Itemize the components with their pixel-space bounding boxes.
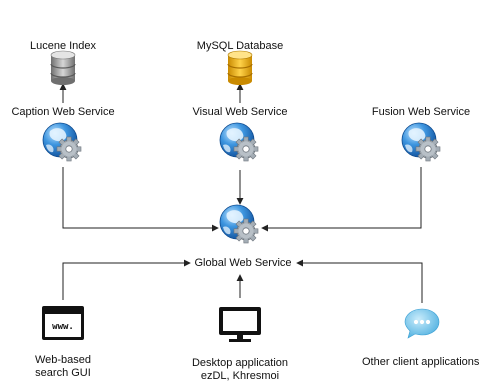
- edge-fusion-to-global: [261, 167, 422, 232]
- global-web-service-label: Global Web Service: [194, 257, 292, 269]
- visual-service-icon: [219, 122, 259, 162]
- fusion-service-icon: [401, 122, 441, 162]
- database-gold-icon: [227, 50, 253, 85]
- edge-caption-to-global: [62, 167, 219, 232]
- monitor-icon: [219, 307, 261, 342]
- chat-bubble-icon: [404, 308, 440, 339]
- edge-other-to-global: [296, 259, 423, 303]
- database-gray-icon: [50, 50, 76, 85]
- fusion-web-service-label: Fusion Web Service: [371, 106, 471, 118]
- caption-service-icon: [42, 122, 82, 162]
- mysql-database-label: MySQL Database: [196, 40, 284, 52]
- web-based-search-gui-label: Web-based search GUI: [34, 354, 92, 379]
- caption-web-service-label: Caption Web Service: [11, 106, 115, 118]
- edge-webgui-to-global: [62, 259, 191, 300]
- global-service-icon: [219, 204, 259, 244]
- svg-text:www.: www.: [52, 322, 74, 332]
- visual-web-service-label: Visual Web Service: [192, 106, 288, 118]
- desktop-application-label: Desktop application ezDL, Khresmoi: [191, 357, 289, 382]
- lucene-index-label: Lucene Index: [29, 40, 97, 52]
- connector-lines: [59, 83, 423, 303]
- other-client-applications-label: Other client applications: [362, 356, 480, 368]
- browser-window-icon: www.: [42, 306, 84, 340]
